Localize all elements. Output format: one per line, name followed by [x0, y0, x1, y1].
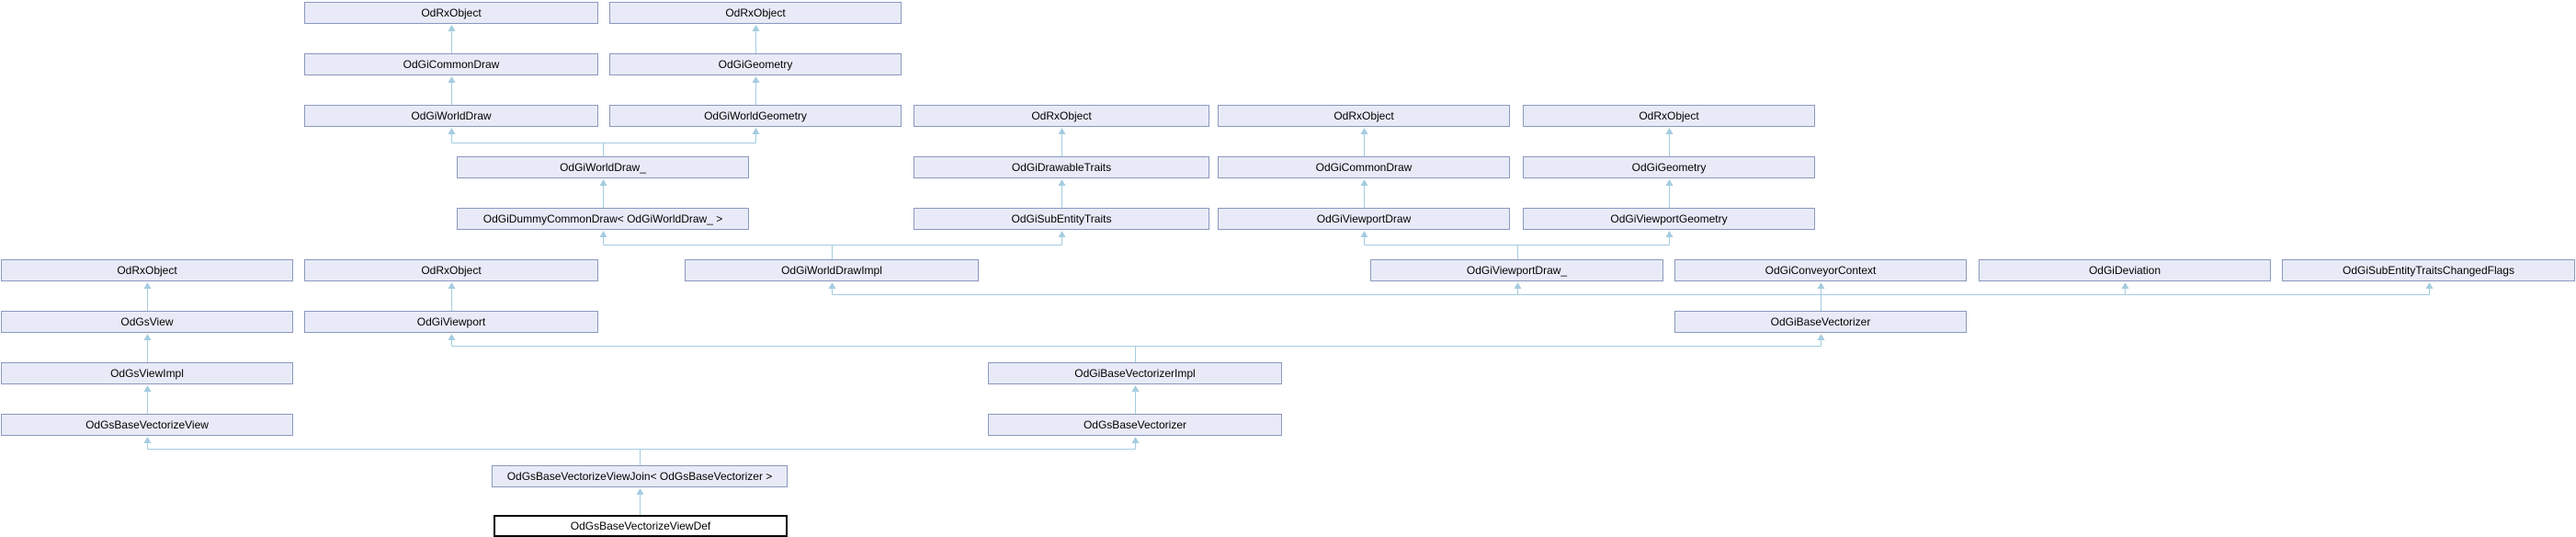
inheritance-arrowhead-icon — [1360, 179, 1368, 186]
class-node-label: OdRxObject — [117, 264, 177, 277]
class-node-wd[interactable]: OdGiWorldDraw — [304, 105, 598, 127]
class-node-label: OdGsBaseVectorizeViewJoin< OdGsBaseVecto… — [506, 470, 773, 483]
class-node-label: OdGiWorldDrawImpl — [781, 264, 882, 277]
class-node-label: OdGsBaseVectorizer — [1083, 418, 1187, 431]
inheritance-arrowhead-icon — [1665, 179, 1674, 186]
class-node-gvp[interactable]: OdGiViewport — [304, 311, 598, 333]
class-node-label: OdGiGeometry — [1631, 161, 1707, 174]
class-node-label: OdRxObject — [1333, 109, 1394, 122]
class-node-label: OdRxObject — [725, 6, 786, 19]
class-node-bv[interactable]: OdGiBaseVectorizer — [1674, 311, 1967, 333]
class-node-label: OdGsBaseVectorizeViewDef — [570, 520, 711, 532]
class-node-geo1[interactable]: OdGiGeometry — [609, 53, 902, 75]
inheritance-arrowhead-icon — [2425, 282, 2434, 289]
class-node-label: OdGiCommonDraw — [403, 58, 500, 71]
class-node-label: OdGiGeometry — [718, 58, 793, 71]
inheritance-arrowhead-icon — [1058, 231, 1066, 237]
class-node-label: OdGiBaseVectorizer — [1770, 315, 1871, 328]
inheritance-arrowhead-icon — [448, 334, 456, 340]
class-node-label: OdGiSubEntityTraitsChangedFlags — [2343, 264, 2514, 277]
inheritance-arrowhead-icon — [143, 385, 152, 392]
inheritance-arrowhead-icon — [143, 282, 152, 289]
inheritance-arrowhead-icon — [752, 25, 760, 31]
inheritance-arrowhead-icon — [1817, 282, 1825, 289]
inheritance-arrowhead-icon — [2121, 282, 2129, 289]
class-node-label: OdGiWorldGeometry — [704, 109, 807, 122]
class-node-set[interactable]: OdGiSubEntityTraits — [914, 208, 1209, 230]
class-node-rx7[interactable]: OdRxObject — [304, 259, 598, 281]
class-node-rx1[interactable]: OdRxObject — [304, 2, 598, 24]
class-node-label: OdGiDummyCommonDraw< OdGiWorldDraw_ > — [482, 212, 723, 225]
class-node-label: OdGiViewport — [416, 315, 486, 328]
class-node-label: OdRxObject — [1639, 109, 1699, 122]
class-node-cd2[interactable]: OdGiCommonDraw — [1218, 156, 1510, 178]
class-node-gbv[interactable]: OdGsBaseVectorizer — [988, 414, 1282, 436]
class-node-def: OdGsBaseVectorizeViewDef — [494, 515, 788, 537]
class-node-label: OdRxObject — [1031, 109, 1092, 122]
inheritance-arrowhead-icon — [1360, 231, 1368, 237]
inheritance-arrowhead-icon — [448, 25, 456, 31]
class-node-label: OdGiWorldDraw_ — [560, 161, 646, 174]
class-node-gsvi[interactable]: OdGsViewImpl — [1, 362, 293, 384]
class-node-label: OdGiDrawableTraits — [1011, 161, 1112, 174]
class-node-label: OdGiSubEntityTraits — [1011, 212, 1112, 225]
class-node-rx2[interactable]: OdRxObject — [609, 2, 902, 24]
inheritance-arrowhead-icon — [1360, 128, 1368, 134]
class-node-label: OdGiDeviation — [2088, 264, 2162, 277]
class-node-label: OdGiCommonDraw — [1315, 161, 1413, 174]
inheritance-arrowhead-icon — [1665, 231, 1674, 237]
class-node-label: OdGiViewportGeometry — [1610, 212, 1728, 225]
inheritance-arrowhead-icon — [1058, 179, 1066, 186]
class-node-vpd[interactable]: OdGiViewportDraw — [1218, 208, 1510, 230]
class-node-rx3[interactable]: OdRxObject — [914, 105, 1209, 127]
class-node-label: OdRxObject — [421, 6, 482, 19]
class-node-label: OdRxObject — [421, 264, 482, 277]
class-node-label: OdGiBaseVectorizerImpl — [1074, 367, 1196, 380]
inheritance-arrowhead-icon — [599, 179, 607, 186]
class-node-cd1[interactable]: OdGiCommonDraw — [304, 53, 598, 75]
class-node-fl[interactable]: OdGiSubEntityTraitsChangedFlags — [2282, 259, 2575, 281]
class-node-vpg[interactable]: OdGiViewportGeometry — [1523, 208, 1815, 230]
inheritance-arrowhead-icon — [143, 334, 152, 340]
inheritance-arrowhead-icon — [599, 231, 607, 237]
class-node-gsv[interactable]: OdGsView — [1, 311, 293, 333]
class-node-wg[interactable]: OdGiWorldGeometry — [609, 105, 902, 127]
class-node-label: OdGiConveyorContext — [1765, 264, 1877, 277]
class-node-label: OdGsView — [120, 315, 174, 328]
class-node-join[interactable]: OdGsBaseVectorizeViewJoin< OdGsBaseVecto… — [492, 465, 788, 487]
class-node-label: OdGiViewportDraw — [1316, 212, 1412, 225]
class-node-rx6[interactable]: OdRxObject — [1, 259, 293, 281]
class-node-rx4[interactable]: OdRxObject — [1218, 105, 1510, 127]
inheritance-arrowhead-icon — [1514, 282, 1522, 289]
class-node-wd_[interactable]: OdGiWorldDraw_ — [457, 156, 749, 178]
inheritance-arrowhead-icon — [1058, 128, 1066, 134]
class-node-dcd[interactable]: OdGiDummyCommonDraw< OdGiWorldDraw_ > — [457, 208, 749, 230]
inheritance-arrowhead-icon — [448, 282, 456, 289]
class-node-geo2[interactable]: OdGiGeometry — [1523, 156, 1815, 178]
inheritance-arrowhead-icon — [636, 488, 644, 495]
inheritance-arrowhead-icon — [448, 76, 456, 83]
class-node-label: OdGsViewImpl — [110, 367, 184, 380]
class-node-cc[interactable]: OdGiConveyorContext — [1674, 259, 1967, 281]
inheritance-arrowhead-icon — [1131, 385, 1140, 392]
inheritance-arrowhead-icon — [1131, 437, 1140, 443]
class-node-dt[interactable]: OdGiDrawableTraits — [914, 156, 1209, 178]
class-node-label: OdGiViewportDraw_ — [1466, 264, 1568, 277]
class-node-gbvv[interactable]: OdGsBaseVectorizeView — [1, 414, 293, 436]
class-node-label: OdGiWorldDraw — [411, 109, 492, 122]
class-node-dev[interactable]: OdGiDeviation — [1979, 259, 2271, 281]
inheritance-arrowhead-icon — [1665, 128, 1674, 134]
inheritance-arrowhead-icon — [752, 76, 760, 83]
class-node-label: OdGsBaseVectorizeView — [85, 418, 209, 431]
inheritance-arrowhead-icon — [828, 282, 836, 289]
class-node-rx5[interactable]: OdRxObject — [1523, 105, 1815, 127]
class-node-bvi[interactable]: OdGiBaseVectorizerImpl — [988, 362, 1282, 384]
class-node-vpd_[interactable]: OdGiViewportDraw_ — [1370, 259, 1663, 281]
inheritance-arrowhead-icon — [752, 128, 760, 134]
inheritance-arrowhead-icon — [143, 437, 152, 443]
class-node-wdi[interactable]: OdGiWorldDrawImpl — [685, 259, 979, 281]
inheritance-arrowhead-icon — [448, 128, 456, 134]
inheritance-arrowhead-icon — [1817, 334, 1825, 340]
